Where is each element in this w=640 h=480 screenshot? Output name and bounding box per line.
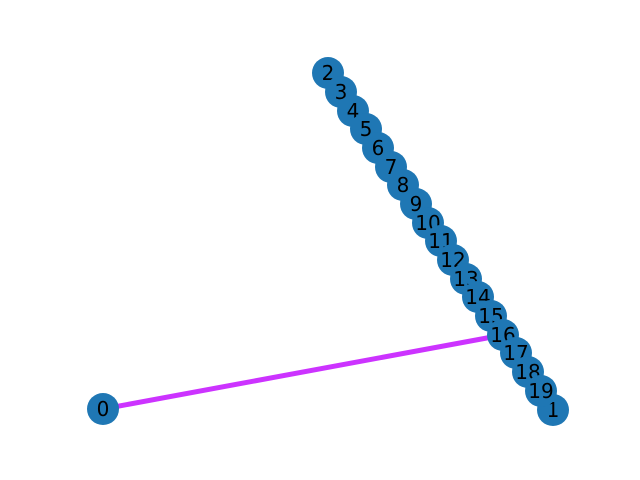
node-label-2: 2: [322, 61, 335, 85]
node-0: 0: [87, 393, 119, 425]
node-label-19: 19: [528, 379, 553, 403]
edges-layer: [100, 332, 506, 412]
node-circle-19: [525, 375, 557, 407]
node-label-6: 6: [372, 136, 385, 160]
node-18: 18: [512, 356, 544, 388]
node-label-8: 8: [397, 173, 410, 197]
edge-0-16: [100, 332, 506, 412]
node-19: 19: [525, 375, 557, 407]
node-label-0: 0: [97, 397, 110, 421]
node-circle-0: [87, 393, 119, 425]
